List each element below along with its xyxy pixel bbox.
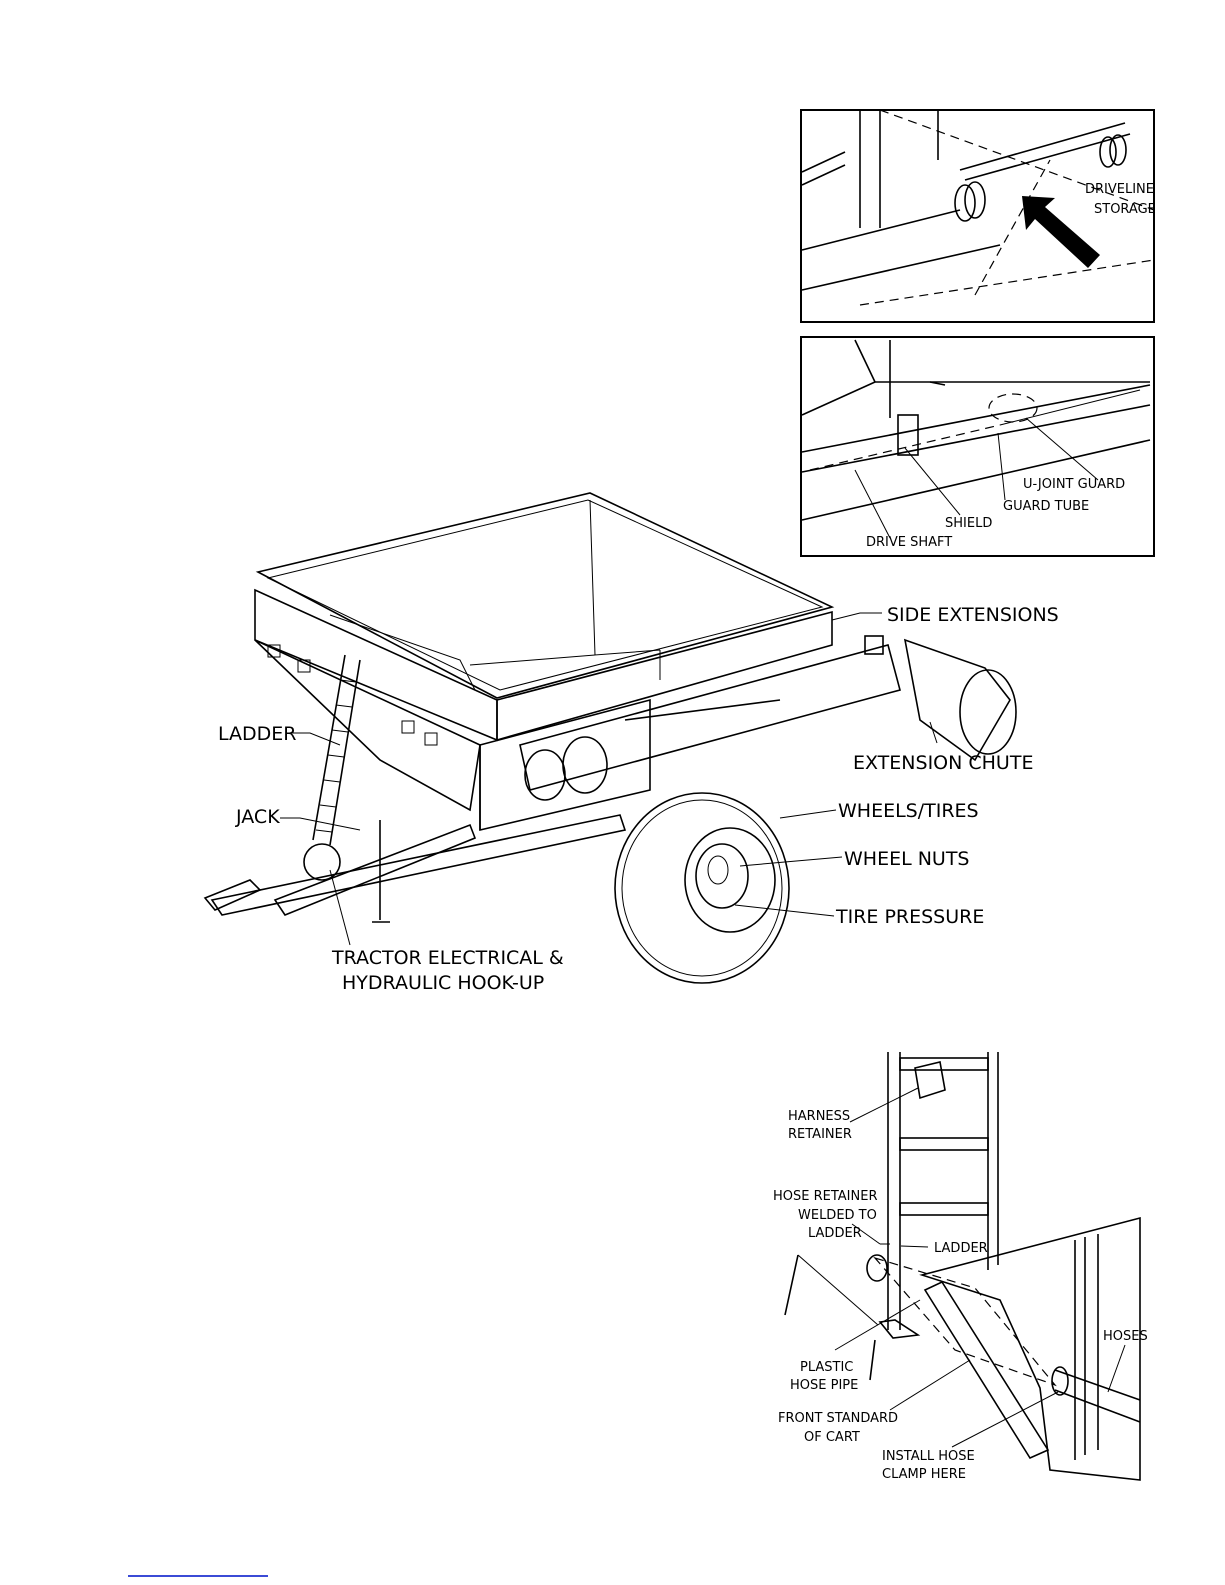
hose-leader-lines (797, 1087, 1126, 1448)
driveline-label-2: STORAGE (1094, 202, 1156, 217)
hose-retainer-label-1: HOSE RETAINER (773, 1189, 877, 1204)
wheel-nuts-label: WHEEL NUTS (844, 848, 970, 870)
hose-routing-illustration (784, 1052, 1141, 1481)
tire-pressure-label: TIRE PRESSURE (835, 906, 984, 928)
front-standard-label-2: OF CART (804, 1430, 860, 1445)
guard-tube-label: GUARD TUBE (1003, 499, 1089, 514)
drive-shaft-label: DRIVE SHAFT (866, 535, 952, 550)
harness-retainer-label-2: RETAINER (788, 1127, 852, 1142)
u-joint-guard-label: U-JOINT GUARD (1023, 477, 1125, 492)
tractor-hookup-label-1: TRACTOR ELECTRICAL & (331, 947, 564, 969)
jack-label: JACK (235, 806, 280, 828)
hose-retainer-label-3: LADDER (808, 1226, 862, 1241)
plastic-hose-pipe-label-2: HOSE PIPE (790, 1378, 858, 1393)
install-hose-clamp-label-2: CLAMP HERE (882, 1467, 966, 1482)
driveline-label-1: DRIVELINE (1085, 182, 1154, 197)
side-extensions-label: SIDE EXTENSIONS (887, 604, 1059, 626)
hose-ladder-label: LADDER (934, 1241, 988, 1256)
inset-drive-shaft: U-JOINT GUARD GUARD TUBE SHIELD DRIVE SH… (800, 336, 1155, 557)
grain-cart-illustration (203, 492, 1017, 984)
tractor-hookup-label-2: HYDRAULIC HOOK-UP (342, 972, 544, 994)
front-standard-label-1: FRONT STANDARD (778, 1411, 898, 1426)
install-hose-clamp-label-1: INSTALL HOSE (882, 1449, 975, 1464)
harness-retainer-label-1: HARNESS (788, 1109, 850, 1124)
main-leader-lines (280, 612, 938, 946)
wheels-tires-label: WHEELS/TIRES (838, 800, 979, 822)
ladder-label: LADDER (218, 723, 297, 745)
inset-driveline-storage: DRIVELINE STORAGE (800, 109, 1156, 323)
plastic-hose-pipe-label-1: PLASTIC (800, 1360, 853, 1375)
extension-chute-label: EXTENSION CHUTE (853, 752, 1033, 774)
shield-label: SHIELD (945, 516, 992, 531)
hose-retainer-label-2: WELDED TO (798, 1208, 877, 1223)
hoses-label: HOSES (1103, 1329, 1148, 1344)
footer-rule (128, 1575, 268, 1577)
